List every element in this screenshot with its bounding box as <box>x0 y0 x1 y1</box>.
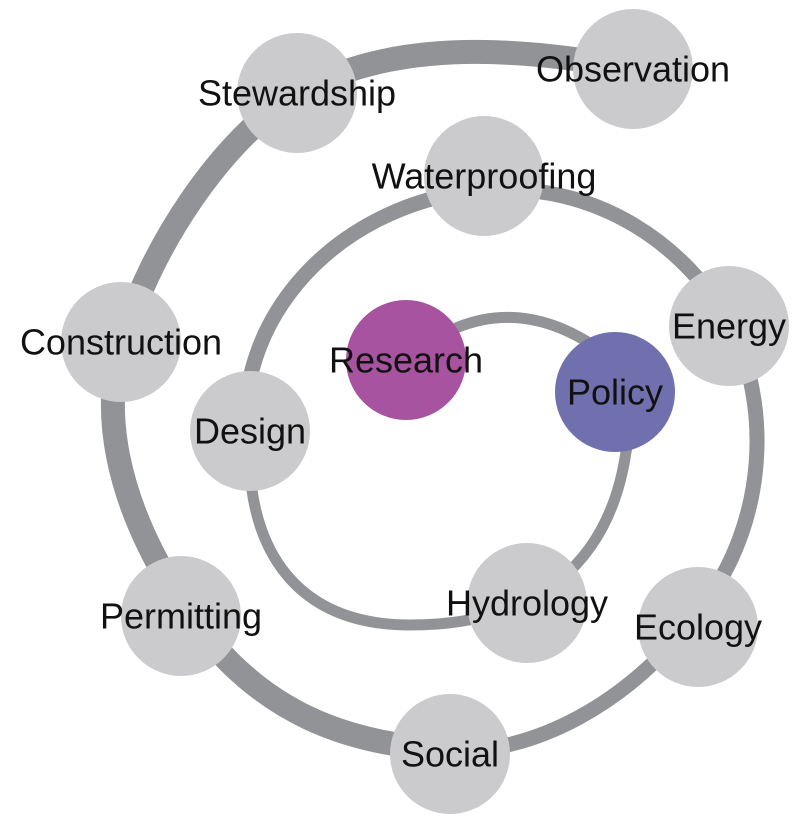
node-design: Design <box>190 371 310 491</box>
node-circle <box>237 33 357 153</box>
node-circle <box>669 266 789 386</box>
node-policy: Policy <box>555 332 675 452</box>
node-label: Ecology <box>634 607 762 648</box>
spiral-track-inner <box>244 311 636 631</box>
node-social: Social <box>390 694 510 814</box>
node-label: Design <box>194 411 306 452</box>
node-ecology: Ecology <box>634 567 762 687</box>
node-circle <box>555 332 675 452</box>
node-label: Energy <box>672 306 786 347</box>
node-circle <box>121 556 241 676</box>
node-label: Permitting <box>100 596 262 637</box>
node-circle <box>573 9 693 129</box>
node-circle <box>424 116 544 236</box>
node-label: Research <box>329 340 483 381</box>
node-label: Waterproofing <box>372 156 597 197</box>
node-label: Observation <box>536 49 730 90</box>
node-label: Stewardship <box>198 73 396 114</box>
node-waterproofing: Waterproofing <box>372 116 597 236</box>
node-label: Construction <box>20 322 222 363</box>
node-circle <box>638 567 758 687</box>
node-observation: Observation <box>536 9 730 129</box>
node-research: Research <box>329 300 483 420</box>
node-label: Hydrology <box>446 583 608 624</box>
node-circle <box>467 543 587 663</box>
node-hydrology: Hydrology <box>446 543 608 663</box>
node-circle <box>346 300 466 420</box>
node-label: Social <box>401 734 499 775</box>
node-circle <box>61 282 181 402</box>
node-energy: Energy <box>669 266 789 386</box>
node-circle <box>190 371 310 491</box>
node-construction: Construction <box>20 282 222 402</box>
node-label: Policy <box>567 372 663 413</box>
node-circle <box>390 694 510 814</box>
node-permitting: Permitting <box>100 556 262 676</box>
node-stewardship: Stewardship <box>198 33 396 153</box>
